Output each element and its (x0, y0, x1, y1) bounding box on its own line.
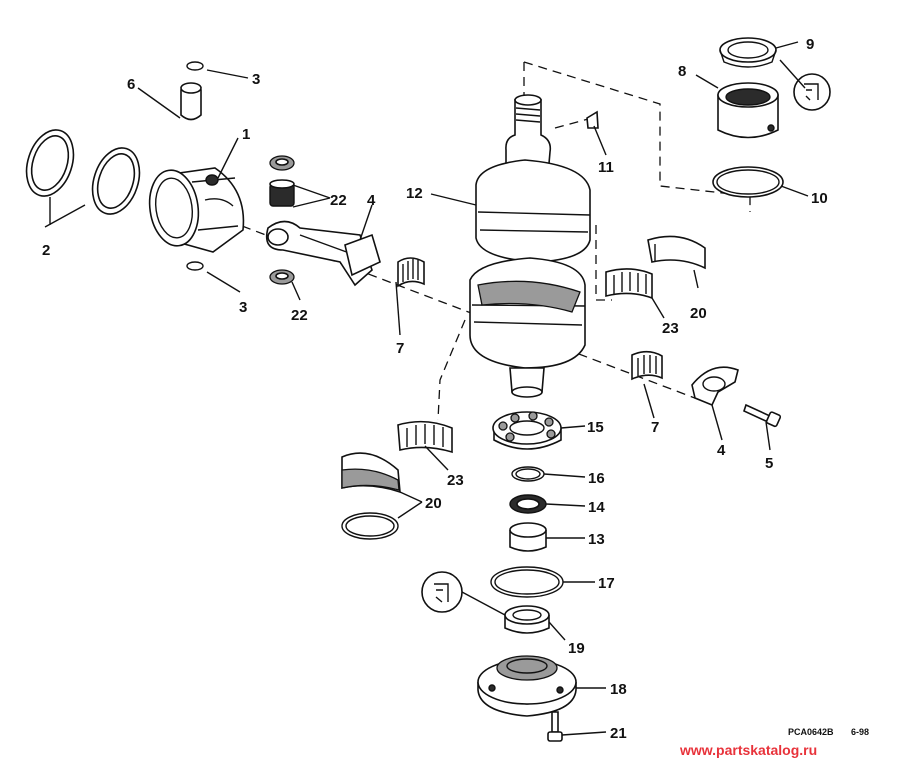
callout-17: 17 (598, 575, 615, 592)
callout-5: 5 (765, 455, 773, 472)
callout-numbers: 1 2 3 3 4 4 5 6 7 7 8 9 10 11 12 13 14 1… (42, 36, 828, 742)
assembly-lines (199, 61, 751, 421)
piston (148, 167, 245, 253)
upper-o-ring (712, 166, 784, 198)
main-bearing-sleeve-upper (647, 235, 706, 270)
callout-12: 12 (406, 185, 423, 202)
main-bearing-sleeve-lower (341, 452, 401, 494)
rod-bolt (743, 403, 782, 428)
sealant-tube-icon (793, 73, 831, 111)
main-bearing-cage-lower (397, 420, 453, 454)
callout-1: 1 (242, 126, 250, 143)
piston-rings (25, 129, 141, 215)
callout-6: 6 (127, 76, 135, 93)
callout-2: 2 (42, 242, 50, 259)
callout-3: 3 (252, 71, 260, 88)
callout-23: 23 (662, 320, 679, 337)
callout-4: 4 (717, 442, 726, 459)
main-bearing-cage-upper (605, 268, 653, 300)
lower-housing-seal (504, 605, 550, 634)
lower-o-ring (490, 566, 564, 598)
leader-lines (44, 41, 809, 736)
upper-bearing (717, 82, 779, 139)
crankshaft (469, 94, 591, 398)
callout-20: 20 (425, 495, 442, 512)
sealant-tube-icon (421, 571, 463, 613)
lower-bearing-housing (477, 655, 577, 717)
callout-11: 11 (598, 159, 614, 176)
callout-4: 4 (367, 192, 376, 209)
callout-10: 10 (811, 190, 828, 207)
callout-22: 22 (291, 307, 308, 324)
callout-14: 14 (588, 499, 605, 516)
ball-bearing (492, 411, 562, 450)
callout-7: 7 (651, 419, 659, 436)
callout-18: 18 (610, 681, 627, 698)
piston-pin-retainers (186, 61, 204, 271)
connecting-rod (265, 220, 381, 287)
upper-seal (719, 37, 777, 68)
callout-16: 16 (588, 470, 605, 487)
callout-13: 13 (588, 531, 605, 548)
watermark-text: www.partskatalog.ru (679, 742, 817, 758)
callout-9: 9 (806, 36, 814, 53)
callout-8: 8 (678, 63, 686, 80)
figure-code: PCA0642B (788, 727, 834, 737)
callout-21: 21 (610, 725, 627, 742)
callout-7: 7 (396, 340, 404, 357)
snap-ring (511, 466, 545, 482)
rod-cap (691, 366, 739, 407)
callout-19: 19 (568, 640, 585, 657)
rod-bearing-cage-right (631, 350, 663, 381)
callout-3: 3 (239, 299, 247, 316)
figure-date: 6-98 (851, 727, 869, 737)
woodruff-key (586, 110, 599, 129)
callout-15: 15 (587, 419, 604, 436)
lower-bushing (509, 522, 547, 552)
callout-22: 22 (330, 192, 347, 209)
rod-bearing-cage-left (397, 257, 425, 288)
wrist-pin-bearing-parts (269, 155, 295, 285)
bearing-retaining-ring (341, 512, 399, 540)
callout-23: 23 (447, 472, 464, 489)
housing-screw (547, 711, 563, 742)
piston-pin (180, 82, 202, 121)
lower-seal (509, 494, 547, 514)
callout-20: 20 (690, 305, 707, 322)
